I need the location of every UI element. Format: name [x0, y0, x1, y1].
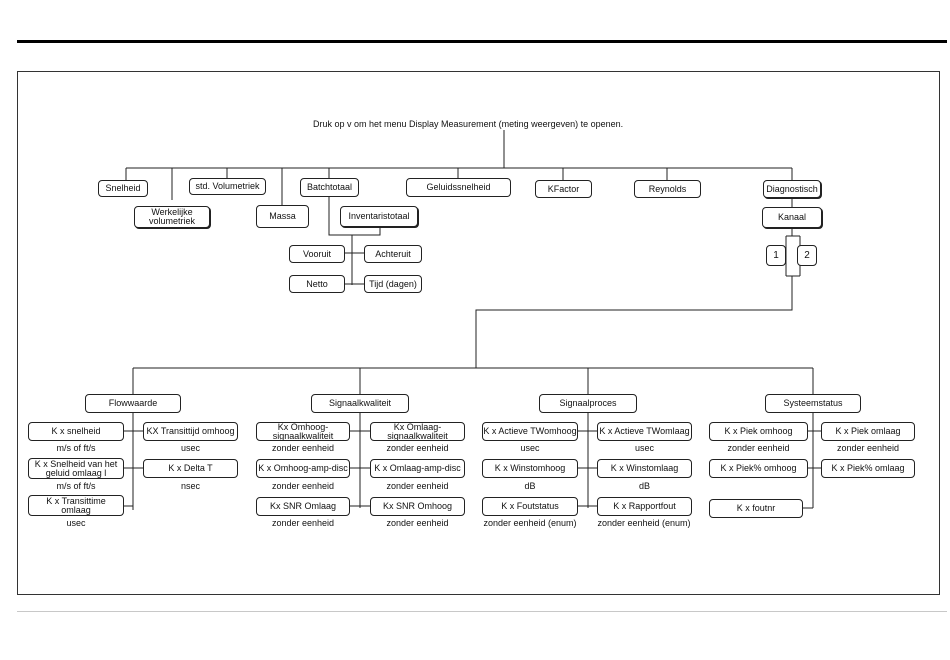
ss-piek-omhoog-unit: zonder eenheid — [727, 443, 790, 453]
diagnostics-kanaal[interactable]: Kanaal — [762, 207, 822, 228]
diagram-frame — [17, 71, 940, 595]
sq-snr-omhoog[interactable]: Kx SNR Omhoog — [370, 497, 465, 516]
sp-actieve-tw-omhoog-unit: usec — [520, 443, 540, 453]
totals-achteruit[interactable]: Achteruit — [364, 245, 422, 263]
menu-werkelijke-volumetriek[interactable]: Werkelijke volumetriek — [134, 206, 210, 228]
group-systeemstatus[interactable]: Systeemstatus — [765, 394, 861, 413]
sq-omhoog-kwaliteit-unit: zonder eenheid — [271, 443, 335, 453]
flow-geluid-omlaag[interactable]: K x Snelheid van het geluid omlaag l — [28, 458, 124, 479]
sq-omhoog-amp[interactable]: K x Omhoog-amp-disc — [256, 459, 350, 478]
sp-winst-omhoog-unit: dB — [524, 481, 536, 491]
flow-snelheid[interactable]: K x snelheid — [28, 422, 124, 441]
menu-snelheid[interactable]: Snelheid — [98, 180, 148, 197]
flow-transittime-omlaag-unit: usec — [66, 518, 86, 528]
menu-batchtotaal[interactable]: Batchtotaal — [300, 178, 359, 197]
totals-tijd[interactable]: Tijd (dagen) — [364, 275, 422, 293]
ss-piek-pct-omlaag[interactable]: K x Piek% omlaag — [821, 459, 915, 478]
totals-vooruit[interactable]: Vooruit — [289, 245, 345, 263]
sp-actieve-tw-omlaag[interactable]: K x Actieve TWomlaag — [597, 422, 692, 441]
footer-rule — [17, 611, 947, 612]
sp-rapportfout[interactable]: K x Rapportfout — [597, 497, 692, 516]
ss-piek-omlaag[interactable]: K x Piek omlaag — [821, 422, 915, 441]
sq-omlaag-amp[interactable]: K x Omlaag-amp-disc — [370, 459, 465, 478]
flow-snelheid-unit: m/s of ft/s — [56, 443, 96, 453]
sq-omhoog-kwaliteit[interactable]: Kx Omhoog-signaalkwaliteit — [256, 422, 350, 441]
totals-netto[interactable]: Netto — [289, 275, 345, 293]
ss-piek-omlaag-unit: zonder eenheid — [836, 443, 900, 453]
channel-2-button[interactable]: 2 — [797, 245, 817, 266]
menu-std-volumetriek[interactable]: std. Volumetriek — [189, 178, 266, 195]
sp-winst-omhoog[interactable]: K x Winstomhoog — [482, 459, 578, 478]
group-signaalkwaliteit[interactable]: Signaalkwaliteit — [311, 394, 409, 413]
sp-actieve-tw-omlaag-unit: usec — [634, 443, 654, 453]
sq-omlaag-kwaliteit[interactable]: Kx Omlaag-signaalkwaliteit — [370, 422, 465, 441]
flow-transittime-omlaag[interactable]: K x Transittime omlaag — [28, 495, 124, 516]
sp-actieve-tw-omhoog[interactable]: K x Actieve TWomhoog — [482, 422, 578, 441]
menu-inventaristotaal[interactable]: Inventaristotaal — [340, 206, 418, 227]
ss-foutnr[interactable]: K x foutnr — [709, 499, 803, 518]
menu-massa[interactable]: Massa — [256, 205, 309, 228]
sp-foutstatus-unit: zonder eenheid (enum) — [483, 518, 577, 528]
sp-winst-omlaag[interactable]: K x Winstomlaag — [597, 459, 692, 478]
flow-geluid-omlaag-unit: m/s of ft/s — [56, 481, 96, 491]
sq-omlaag-amp-unit: zonder eenheid — [386, 481, 449, 491]
flow-transittijd-omhoog-unit: usec — [180, 443, 200, 453]
ss-piek-pct-omhoog[interactable]: K x Piek% omhoog — [709, 459, 808, 478]
sp-rapportfout-unit: zonder eenheid (enum) — [597, 518, 691, 528]
group-signaalproces[interactable]: Signaalproces — [539, 394, 637, 413]
sp-winst-omlaag-unit: dB — [638, 481, 650, 491]
sq-omlaag-kwaliteit-unit: zonder eenheid — [386, 443, 449, 453]
instruction-text: Druk op v om het menu Display Measuremen… — [313, 119, 624, 129]
sq-snr-omlaag-unit: zonder eenheid — [271, 518, 335, 528]
flow-delta-t-unit: nsec — [180, 481, 200, 491]
sq-snr-omlaag[interactable]: Kx SNR Omlaag — [256, 497, 350, 516]
ss-piek-omhoog[interactable]: K x Piek omhoog — [709, 422, 808, 441]
sp-foutstatus[interactable]: K x Foutstatus — [482, 497, 578, 516]
menu-geluidssnelheid[interactable]: Geluidssnelheid — [406, 178, 511, 197]
header-rule — [17, 40, 947, 43]
flow-delta-t[interactable]: K x Delta T — [143, 459, 238, 478]
group-flowwaarde[interactable]: Flowwaarde — [85, 394, 181, 413]
sq-snr-omhoog-unit: zonder eenheid — [386, 518, 449, 528]
flow-transittijd-omhoog[interactable]: KX Transittijd omhoog — [143, 422, 238, 441]
channel-1-button[interactable]: 1 — [766, 245, 786, 266]
sq-omhoog-amp-unit: zonder eenheid — [271, 481, 335, 491]
menu-diagnostisch[interactable]: Diagnostisch — [763, 180, 821, 198]
menu-kfactor[interactable]: KFactor — [535, 180, 592, 198]
menu-reynolds[interactable]: Reynolds — [634, 180, 701, 198]
